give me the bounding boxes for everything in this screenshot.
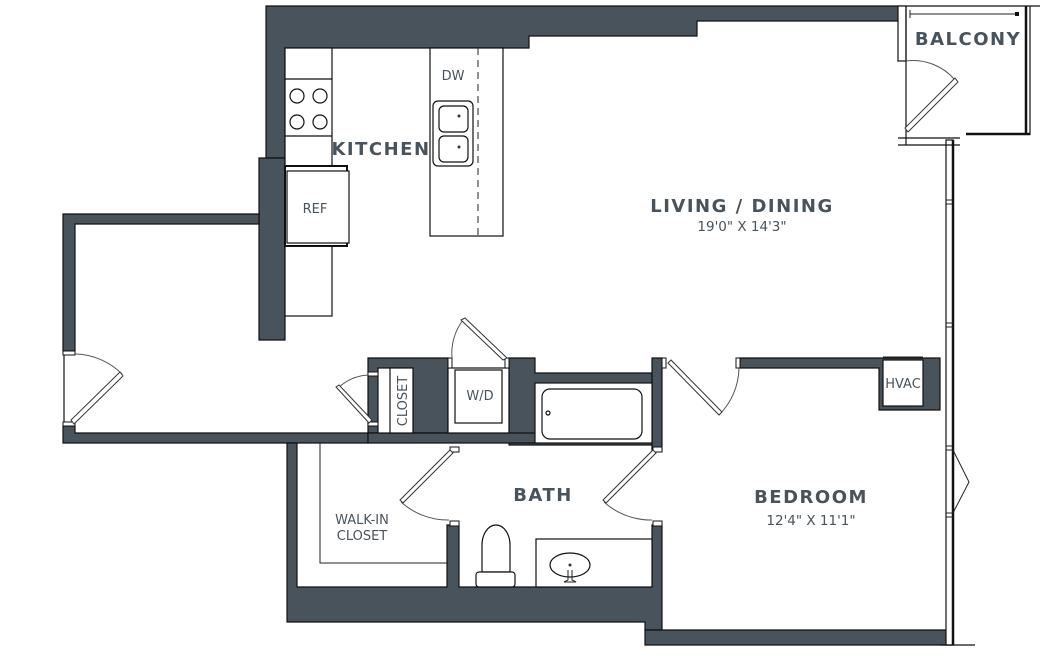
- kitchen-label: KITCHEN: [331, 139, 430, 160]
- sink-double: [432, 100, 474, 167]
- walk-in-closet: WALK-IN CLOSET: [319, 443, 447, 564]
- bath: BATH: [399, 382, 663, 588]
- hall-closet: CLOSET: [335, 367, 414, 434]
- bedroom-label: BEDROOM: [754, 487, 868, 508]
- kitchen: REF DW KITCHEN: [284, 47, 504, 317]
- bathtub: [541, 388, 643, 440]
- living-dining: LIVING / DINING 19'0" X 14'3": [650, 196, 833, 235]
- island: DW: [429, 47, 504, 237]
- svg-text:CLOSET: CLOSET: [337, 529, 388, 544]
- refrigerator: REF: [284, 165, 350, 247]
- balcony: BALCONY: [897, 5, 1040, 146]
- svg-text:HVAC: HVAC: [885, 377, 921, 392]
- toilet: [475, 524, 516, 588]
- washer-dryer: W/D: [447, 317, 510, 434]
- bedroom-dimensions: 12'4" X 11'1": [766, 513, 855, 529]
- hvac: HVAC: [882, 356, 924, 407]
- dishwasher-label: DW: [442, 69, 465, 84]
- svg-text:WALK-IN: WALK-IN: [335, 513, 389, 528]
- living-label: LIVING / DINING: [650, 196, 833, 217]
- kitchen-column-wall: [258, 157, 286, 341]
- closet-label: CLOSET: [396, 376, 411, 427]
- svg-text:REF: REF: [303, 202, 328, 217]
- entry-bottom-wall: [62, 425, 369, 444]
- window-bay: [952, 449, 970, 514]
- top-wall: [265, 5, 901, 159]
- vanity-sink: [535, 538, 653, 588]
- core-bottom-wall: [367, 432, 541, 444]
- entry-top-wall: [62, 213, 260, 352]
- entry-door: [62, 350, 124, 427]
- svg-text:W/D: W/D: [466, 389, 493, 404]
- bath-label: BATH: [513, 485, 573, 506]
- cooktop: [289, 88, 328, 130]
- bedroom: HVAC BEDROOM 12'4" X 11'1": [661, 356, 924, 529]
- living-dimensions: 19'0" X 14'3": [697, 219, 786, 235]
- balcony-label: BALCONY: [915, 29, 1021, 50]
- bath-bedroom-wall: [651, 357, 663, 451]
- bedroom-bottom-wall: [644, 629, 953, 646]
